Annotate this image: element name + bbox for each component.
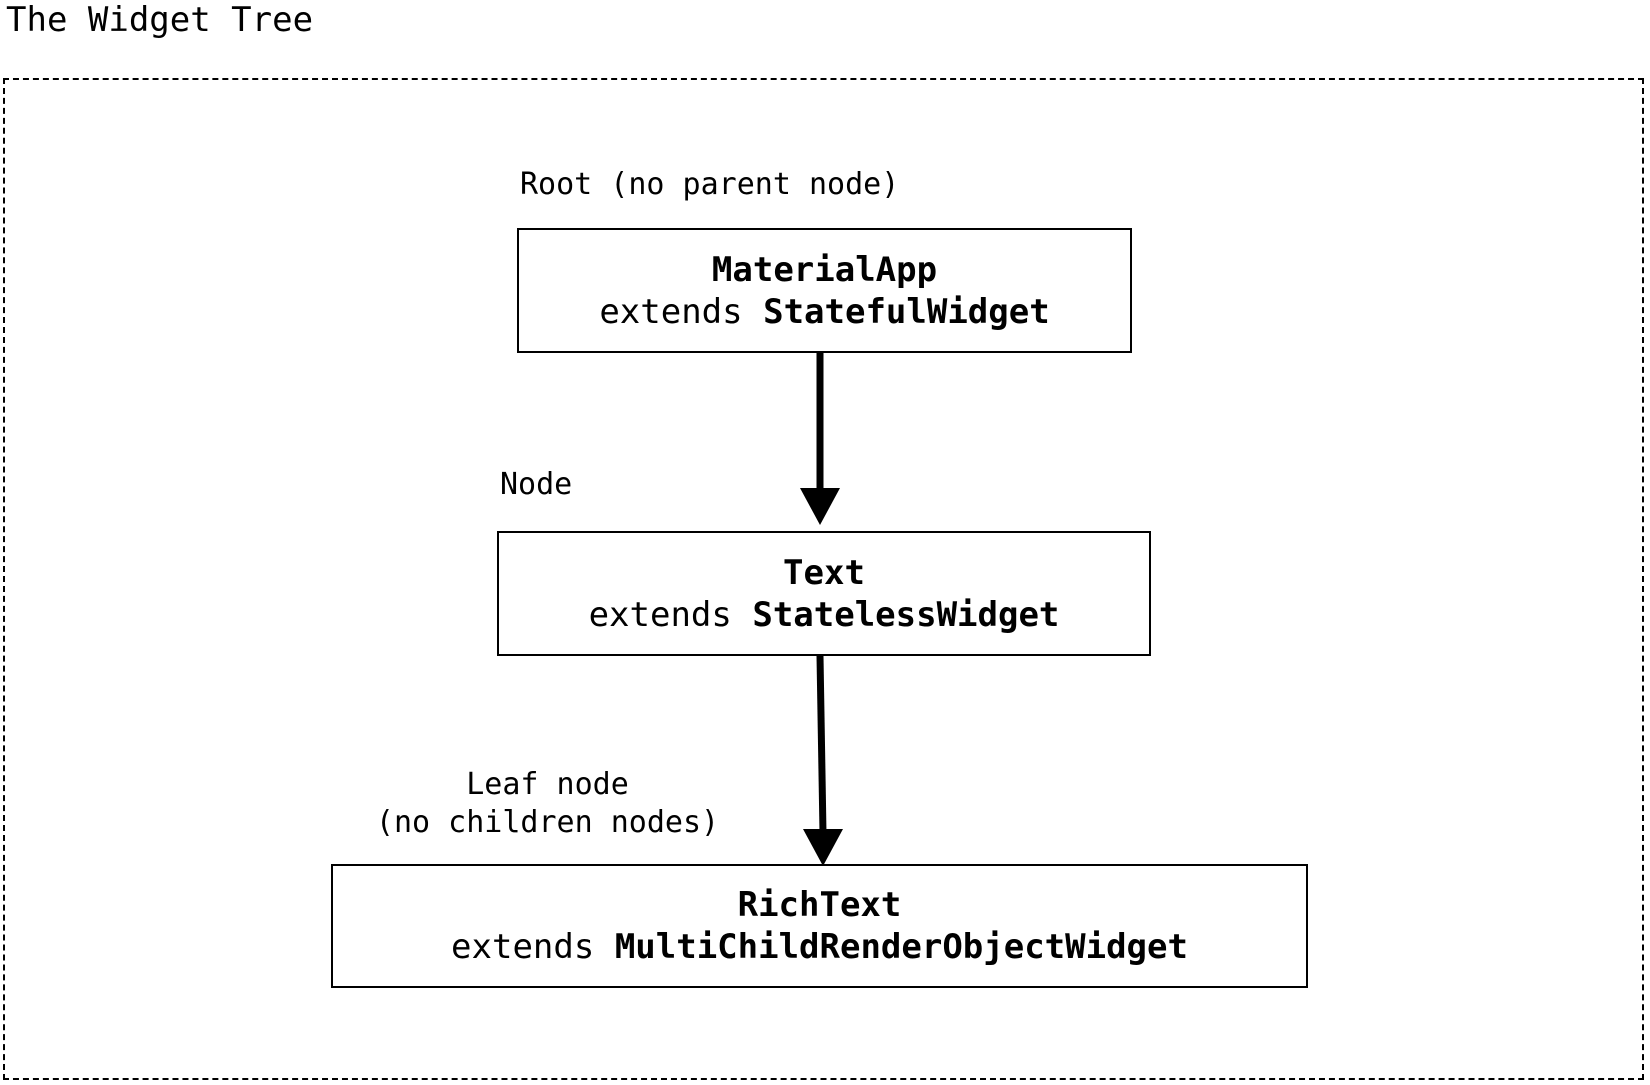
richtext-extends: extends MultiChildRenderObjectWidget <box>451 926 1188 968</box>
leaf-node-label: Leaf node (no children nodes) <box>360 766 735 842</box>
richtext-base-class: MultiChildRenderObjectWidget <box>614 927 1188 967</box>
text-name: Text <box>783 552 865 593</box>
text-node: Text extends StatelessWidget <box>497 531 1151 656</box>
extends-keyword: extends <box>451 927 595 967</box>
richtext-node: RichText extends MultiChildRenderObjectW… <box>331 864 1308 988</box>
root-node-label: Root (no parent node) <box>520 167 900 202</box>
materialapp-name: MaterialApp <box>711 249 938 290</box>
extends-keyword: extends <box>599 291 743 332</box>
widget-tree-frame <box>3 78 1644 1080</box>
materialapp-node: MaterialApp extends StatefulWidget <box>517 228 1132 353</box>
text-base-class: StatelessWidget <box>752 594 1060 635</box>
extends-keyword: extends <box>588 594 732 635</box>
diagram-title: The Widget Tree <box>6 0 314 40</box>
leaf-node-label-line2: (no children nodes) <box>375 805 720 840</box>
leaf-node-label-line1: Leaf node <box>466 767 629 802</box>
text-extends: extends StatelessWidget <box>589 594 1060 636</box>
richtext-name: RichText <box>737 885 902 925</box>
materialapp-base-class: StatefulWidget <box>763 291 1050 332</box>
materialapp-extends: extends StatefulWidget <box>599 291 1049 333</box>
node-label: Node <box>500 467 573 502</box>
